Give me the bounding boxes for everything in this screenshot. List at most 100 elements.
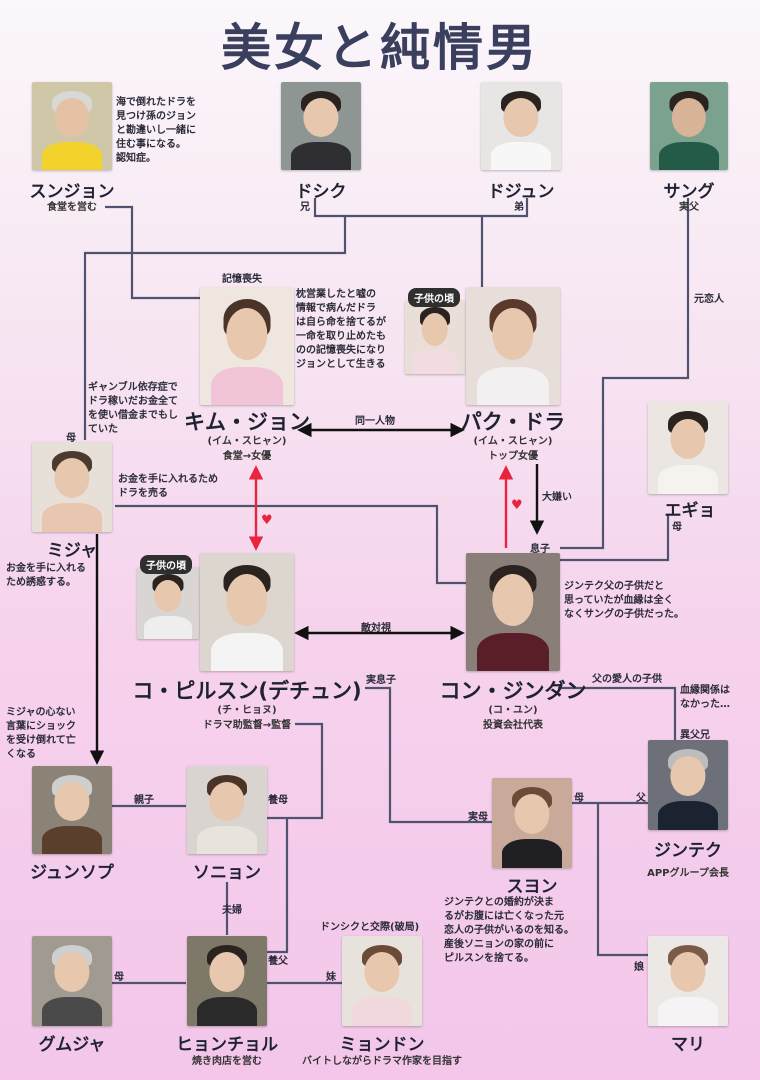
rel-real-son: 実息子 (366, 675, 396, 686)
photo-jindan (466, 553, 560, 671)
rel-dislike: 大嫌い (542, 492, 572, 503)
sub-sangu: 実父 (679, 202, 699, 213)
sub-jintaku: APPグループ会長 (647, 868, 729, 879)
photo-sangu (650, 82, 728, 170)
sub1-jindan: (コ・ユン) (488, 705, 538, 716)
photo-pakudora (466, 287, 560, 405)
rel-egyo: 母 (672, 522, 682, 533)
name-kimjon: キム・ジョン (184, 410, 310, 434)
line-hyonchoru-adopt (266, 818, 289, 954)
line-pilsun-suyon (365, 686, 492, 824)
sub2-kimjon: 食堂→女優 (222, 451, 272, 462)
photo-sonyon (187, 766, 267, 854)
rel-suyon-mother: 母 (574, 793, 584, 804)
heart-icon-left: ♥ (261, 513, 273, 528)
badge-dora-child: 子供の頃 (408, 288, 460, 307)
name-hyonchoru: ヒョンチョル (176, 1035, 278, 1055)
note-junsopu: ミジャの心ない言葉にショックを受け倒れて亡くなる (6, 707, 76, 760)
name-suyon: スヨン (506, 877, 558, 897)
sub-myondon: バイトしながらドラマ作家を目指す (302, 1056, 462, 1067)
photo-myondon (342, 936, 422, 1026)
photo-dosiku (281, 82, 361, 170)
name-dosiku: ドシク (295, 182, 347, 202)
photo-dora-child (405, 300, 465, 374)
name-pilsun: コ・ピルスン(デチュン) (132, 679, 362, 703)
rel-sister: 妹 (326, 972, 336, 983)
sub2-pakudora: トップ女優 (488, 451, 538, 462)
name-dojun: ドジュン (487, 182, 555, 202)
rel-no-blood: 血縁関係はなかった… (680, 685, 730, 710)
line-brothers (313, 198, 529, 218)
heart-icon-right: ♥ (511, 498, 523, 513)
chart-title: 美女と純情男 (221, 19, 539, 77)
rel-same-person: 同一人物 (355, 416, 395, 427)
rel-adopt-father: 養父 (268, 956, 288, 967)
photo-mari (648, 936, 728, 1026)
rel-half-brother: 異父兄 (680, 730, 710, 741)
rel-fathers-lover-child: 父の愛人の子供 (592, 674, 662, 685)
line-jindan-jintaku (558, 686, 677, 740)
photo-junsopu (32, 766, 112, 854)
note-myondon-top: ドンシクと交際(破局) (320, 922, 420, 933)
name-myondon: ミョンドン (339, 1035, 425, 1055)
rel-adopt-mother: 養母 (268, 795, 288, 806)
note-sunjon: 海で倒れたドラを見つけ孫のジョンと勘違いし一緒に住む事になる。認知症。 (116, 97, 196, 164)
sub1-pilsun: (チ・ヒョヌ) (217, 705, 277, 716)
sub2-pilsun: ドラマ助監督→監督 (202, 720, 292, 731)
note-mija-left: お金を手に入れるため誘惑する。 (6, 563, 86, 588)
photo-kimjon (200, 287, 294, 405)
note-mija-top: ギャンブル依存症でドラ稼いだお金全てを使い借金までもしていた (88, 382, 178, 435)
line-sonyon-pilsun (267, 722, 324, 820)
line-sangu-jindan (560, 198, 690, 550)
rel-gumuja-mother: 母 (114, 972, 124, 983)
note-kimjon-top: 記憶喪失 (222, 274, 262, 285)
photo-mija (32, 442, 112, 532)
rel-mija: 母 (66, 433, 76, 444)
sub2-jindan: 投資会社代表 (483, 720, 543, 731)
photo-suyon (492, 778, 572, 868)
line-egyo-jindan (560, 515, 670, 562)
note-mija-right: お金を手に入れるためドラを売る (118, 474, 218, 499)
rel-musuko: 息子 (530, 544, 550, 555)
sub1-kimjon: (イム・スヒャン) (207, 436, 287, 447)
photo-egyo (648, 402, 728, 494)
name-pakudora: パク・ドラ (460, 410, 566, 434)
rel-daughter: 娘 (634, 962, 644, 973)
rel-jintaku-father: 父 (636, 793, 646, 804)
rel-ex-lover: 元恋人 (694, 294, 724, 305)
line-brothers-down (83, 216, 347, 440)
rel-parent-child: 親子 (134, 795, 154, 806)
line-mija-sell (115, 504, 466, 585)
name-junsopu: ジュンソプ (30, 863, 114, 883)
sub1-pakudora: (イム・スヒャン) (473, 436, 553, 447)
name-sangu: サング (663, 182, 715, 202)
photo-jintaku (648, 740, 728, 830)
rel-dojun: 弟 (514, 202, 524, 213)
line-suyon-mari (596, 803, 648, 957)
badge-pilsun-child: 子供の頃 (140, 555, 192, 574)
photo-dojun (481, 82, 561, 170)
name-jintaku: ジンテク (654, 841, 722, 861)
name-gumuja: グムジャ (38, 1035, 106, 1055)
name-sunjon: スンジョン (29, 182, 115, 202)
name-sonyon: ソニョン (193, 863, 261, 883)
rel-couple: 夫婦 (222, 905, 242, 916)
rel-dosiku: 兄 (300, 202, 310, 213)
photo-sunjon (32, 82, 112, 170)
photo-hyonchoru (187, 936, 267, 1026)
name-egyo: エギョ (664, 501, 716, 521)
photo-gumuja (32, 936, 112, 1026)
rel-rival: 敵対視 (361, 623, 391, 634)
photo-pilsun-child (137, 567, 199, 639)
note-suyon: ジンテクとの婚約が決まるがお腹には亡くなった元恋人の子供がいるのを知る。産後ソニ… (444, 897, 574, 964)
sub-hyonchoru: 焼き肉店を営む (192, 1056, 262, 1067)
photo-pilsun (200, 553, 294, 671)
name-mija: ミジャ (46, 541, 98, 561)
name-jindan: コン・ジンダン (439, 679, 587, 703)
sub-sunjon: 食堂を営む (47, 202, 97, 213)
note-kimjon: 枕営業したと嘘の情報で病んだドラは自ら命を捨てるが一命を取り止めたものの記憶喪失… (296, 289, 386, 370)
rel-real-mother: 実母 (468, 812, 488, 823)
note-jindan: ジンテク父の子供だと思っていたが血縁は全くなくサングの子供だった。 (564, 581, 684, 620)
